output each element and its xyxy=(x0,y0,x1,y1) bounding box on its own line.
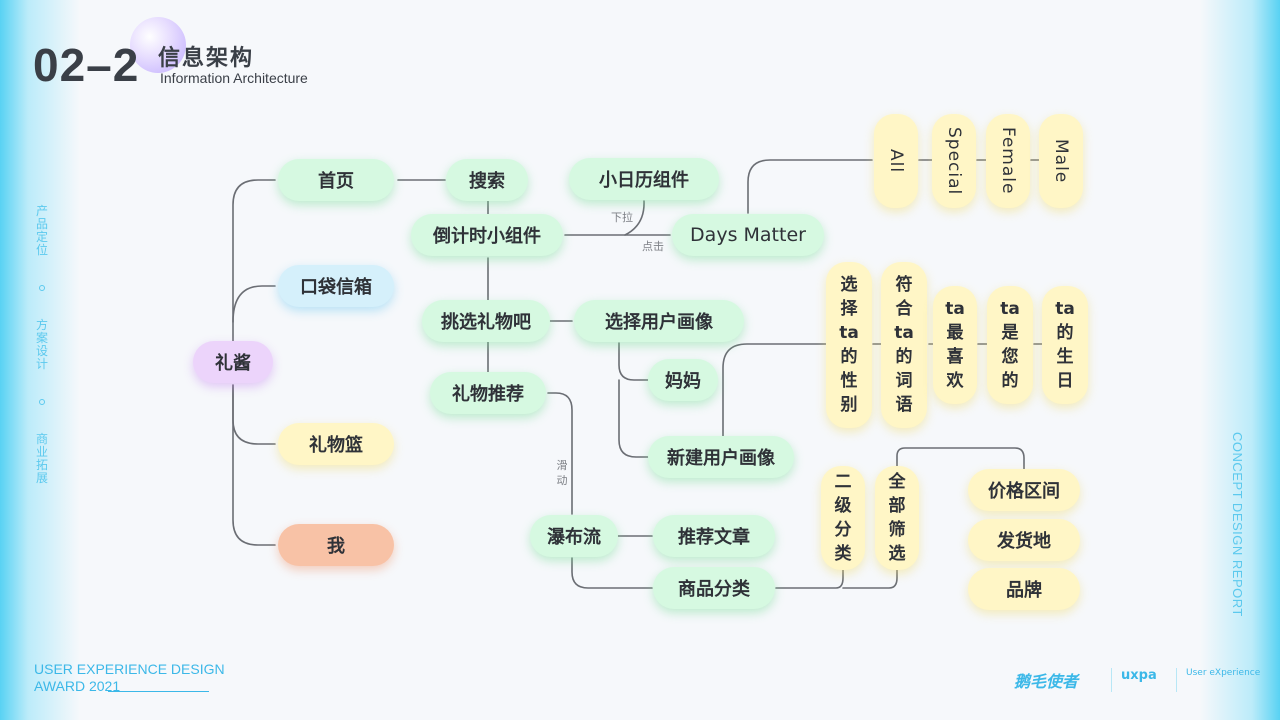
nav-basket[interactable]: 礼物篮 xyxy=(278,423,394,465)
connector xyxy=(896,447,1025,470)
section-number: 02–2 xyxy=(33,39,140,91)
connector xyxy=(232,384,276,546)
connector xyxy=(624,200,645,236)
logo-divider xyxy=(1176,668,1177,692)
categories-node[interactable]: 商品分类 xyxy=(653,567,775,609)
connector xyxy=(232,384,276,445)
award-label: USER EXPERIENCE DESIGN AWARD 2021 xyxy=(34,661,225,695)
search-node[interactable]: 搜索 xyxy=(446,159,528,201)
filter-special-label: Special xyxy=(944,126,964,196)
connector xyxy=(232,179,276,346)
ue-logo: User eXperience xyxy=(1186,668,1261,678)
connector xyxy=(618,379,649,458)
ship-from-node[interactable]: 发货地 xyxy=(968,519,1080,561)
articles-node[interactable]: 推荐文章 xyxy=(653,515,775,557)
right-edge-glow xyxy=(1200,0,1280,720)
award-line2: AWARD 2021 xyxy=(34,678,121,694)
all-filter-node[interactable]: 全部筛选 xyxy=(875,466,919,570)
mom-node[interactable]: 妈妈 xyxy=(648,359,718,401)
side-item-solution-design[interactable]: 方案设计 xyxy=(35,318,48,371)
page-title: 信息架构 xyxy=(158,46,255,71)
connector xyxy=(722,343,827,437)
team-logo: 鹅毛使者 xyxy=(1014,672,1079,691)
filter-all-label: All xyxy=(886,148,906,174)
waterfall-node[interactable]: 瀑布流 xyxy=(530,515,618,557)
connector xyxy=(232,285,276,323)
logo-divider xyxy=(1111,668,1112,692)
filter-female-label: Female xyxy=(998,127,1018,195)
nav-me[interactable]: 我 xyxy=(278,524,394,566)
award-underline xyxy=(108,691,209,692)
filter-male[interactable]: Male xyxy=(1039,114,1083,208)
gift-recommend-node[interactable]: 礼物推荐 xyxy=(430,372,546,414)
scroll-label: 滑动 xyxy=(556,459,568,487)
new-profile-node[interactable]: 新建用户画像 xyxy=(648,436,794,478)
concept-report-label: CONCEPT DESIGN REPORT xyxy=(1230,432,1245,617)
filter-female[interactable]: Female xyxy=(986,114,1030,208)
connector xyxy=(571,557,653,589)
connector xyxy=(547,392,573,515)
uxpa-logo: uxpa xyxy=(1121,668,1157,683)
second-level-node[interactable]: 二级分类 xyxy=(821,466,865,570)
days-matter-node[interactable]: Days Matter xyxy=(672,214,824,256)
second-level-label: 二级分类 xyxy=(834,472,852,564)
click-label: 点击 xyxy=(642,240,664,253)
price-range-node[interactable]: 价格区间 xyxy=(968,469,1080,511)
award-line1: USER EXPERIENCE DESIGN xyxy=(34,661,225,677)
connector xyxy=(842,569,898,589)
pick-gift-node[interactable]: 挑选礼物吧 xyxy=(422,300,550,342)
mini-calendar-node[interactable]: 小日历组件 xyxy=(569,158,719,200)
filter-special[interactable]: Special xyxy=(932,114,976,208)
side-dot xyxy=(39,285,45,291)
left-edge-glow xyxy=(0,0,80,720)
brand-node[interactable]: 品牌 xyxy=(968,568,1080,610)
pull-down-label: 下拉 xyxy=(611,211,633,224)
side-dot xyxy=(39,399,45,405)
filter-male-label: Male xyxy=(1051,138,1071,184)
all-filter-label: 全部筛选 xyxy=(888,472,906,564)
side-navigation: 产品定位 方案设计 商业拓展 xyxy=(33,205,51,485)
root-node[interactable]: 礼酱 xyxy=(193,341,273,383)
title-decoration-bubble xyxy=(130,17,186,73)
choose-profile-node[interactable]: 选择用户画像 xyxy=(574,300,744,342)
side-item-product-positioning[interactable]: 产品定位 xyxy=(35,204,48,257)
side-item-business-expansion[interactable]: 商业拓展 xyxy=(35,432,48,485)
connector xyxy=(618,342,649,381)
connector xyxy=(747,159,873,214)
filter-all[interactable]: All xyxy=(874,114,918,208)
nav-mailbox[interactable]: 口袋信箱 xyxy=(278,265,394,307)
countdown-widget-node[interactable]: 倒计时小组件 xyxy=(411,214,563,256)
connector xyxy=(775,567,844,589)
nav-home[interactable]: 首页 xyxy=(278,159,394,201)
page-subtitle: Information Architecture xyxy=(160,70,308,86)
